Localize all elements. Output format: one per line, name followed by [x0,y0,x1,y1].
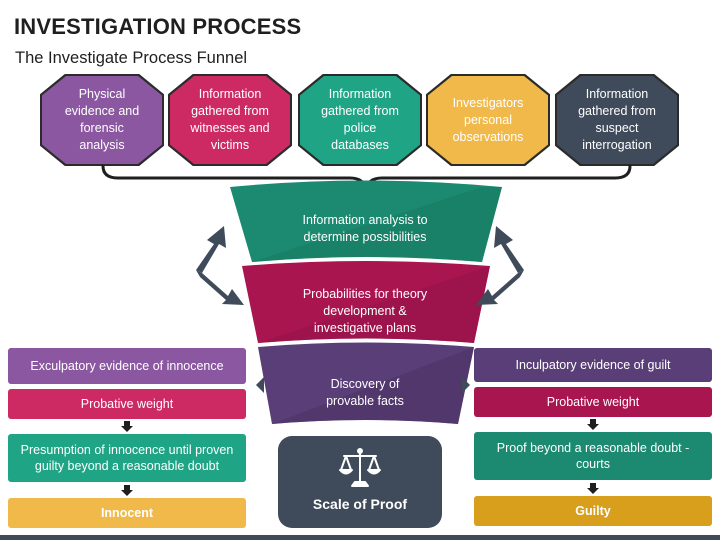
left-side-arrow [256,377,264,393]
page-title: INVESTIGATION PROCESS [14,14,302,39]
source-police-databases: Information gathered from police databas… [298,74,422,166]
guilty-outcome-box: Guilty [474,496,712,526]
source-label: Information gathered from witnesses and … [190,87,270,152]
source-label: Investigators personal observations [452,95,524,144]
right-side-arrow [462,377,470,393]
right-cycle-arrow [476,226,524,305]
exculpatory-evidence-box: Exculpatory evidence of innocence [8,348,246,384]
right-down-arrow-1 [587,419,599,430]
scale-of-proof-label: Scale of Proof [312,496,408,512]
left-probative-weight-box: Probative weight [8,389,246,419]
source-label: Physical evidence and forensic analysis [64,87,140,152]
page-subtitle: The Investigate Process Funnel [15,49,248,67]
inculpatory-evidence-box: Inculpatory evidence of guilt [474,348,712,382]
funnel-level-3-label: Discovery of provable facts [326,377,404,408]
right-probative-weight-box: Probative weight [474,387,712,417]
source-witnesses: Information gathered from witnesses and … [168,74,292,166]
source-label: Information gathered from police databas… [321,87,399,152]
funnel-level-2-label: Probabilities for theory development & i… [302,287,428,335]
scales-of-justice-icon [339,448,381,487]
source-suspect-interrogation: Information gathered from suspect interr… [555,74,679,166]
innocent-outcome-box: Innocent [8,498,246,528]
presumption-of-innocence-box: Presumption of innocence until proven gu… [8,434,246,482]
proof-beyond-doubt-box: Proof beyond a reasonable doubt - courts [474,432,712,480]
left-down-arrow-1 [121,421,133,432]
funnel-level-1-label: Information analysis to determine possib… [302,213,428,244]
source-label: Information gathered from suspect interr… [578,87,656,152]
source-physical-evidence: Physical evidence and forensic analysis [40,74,164,166]
left-down-arrow-2 [121,485,133,496]
right-down-arrow-2 [587,483,599,494]
left-cycle-arrow [196,226,244,305]
source-investigator-observations: Investigators personal observations [426,74,550,166]
footer-bar [0,535,720,540]
